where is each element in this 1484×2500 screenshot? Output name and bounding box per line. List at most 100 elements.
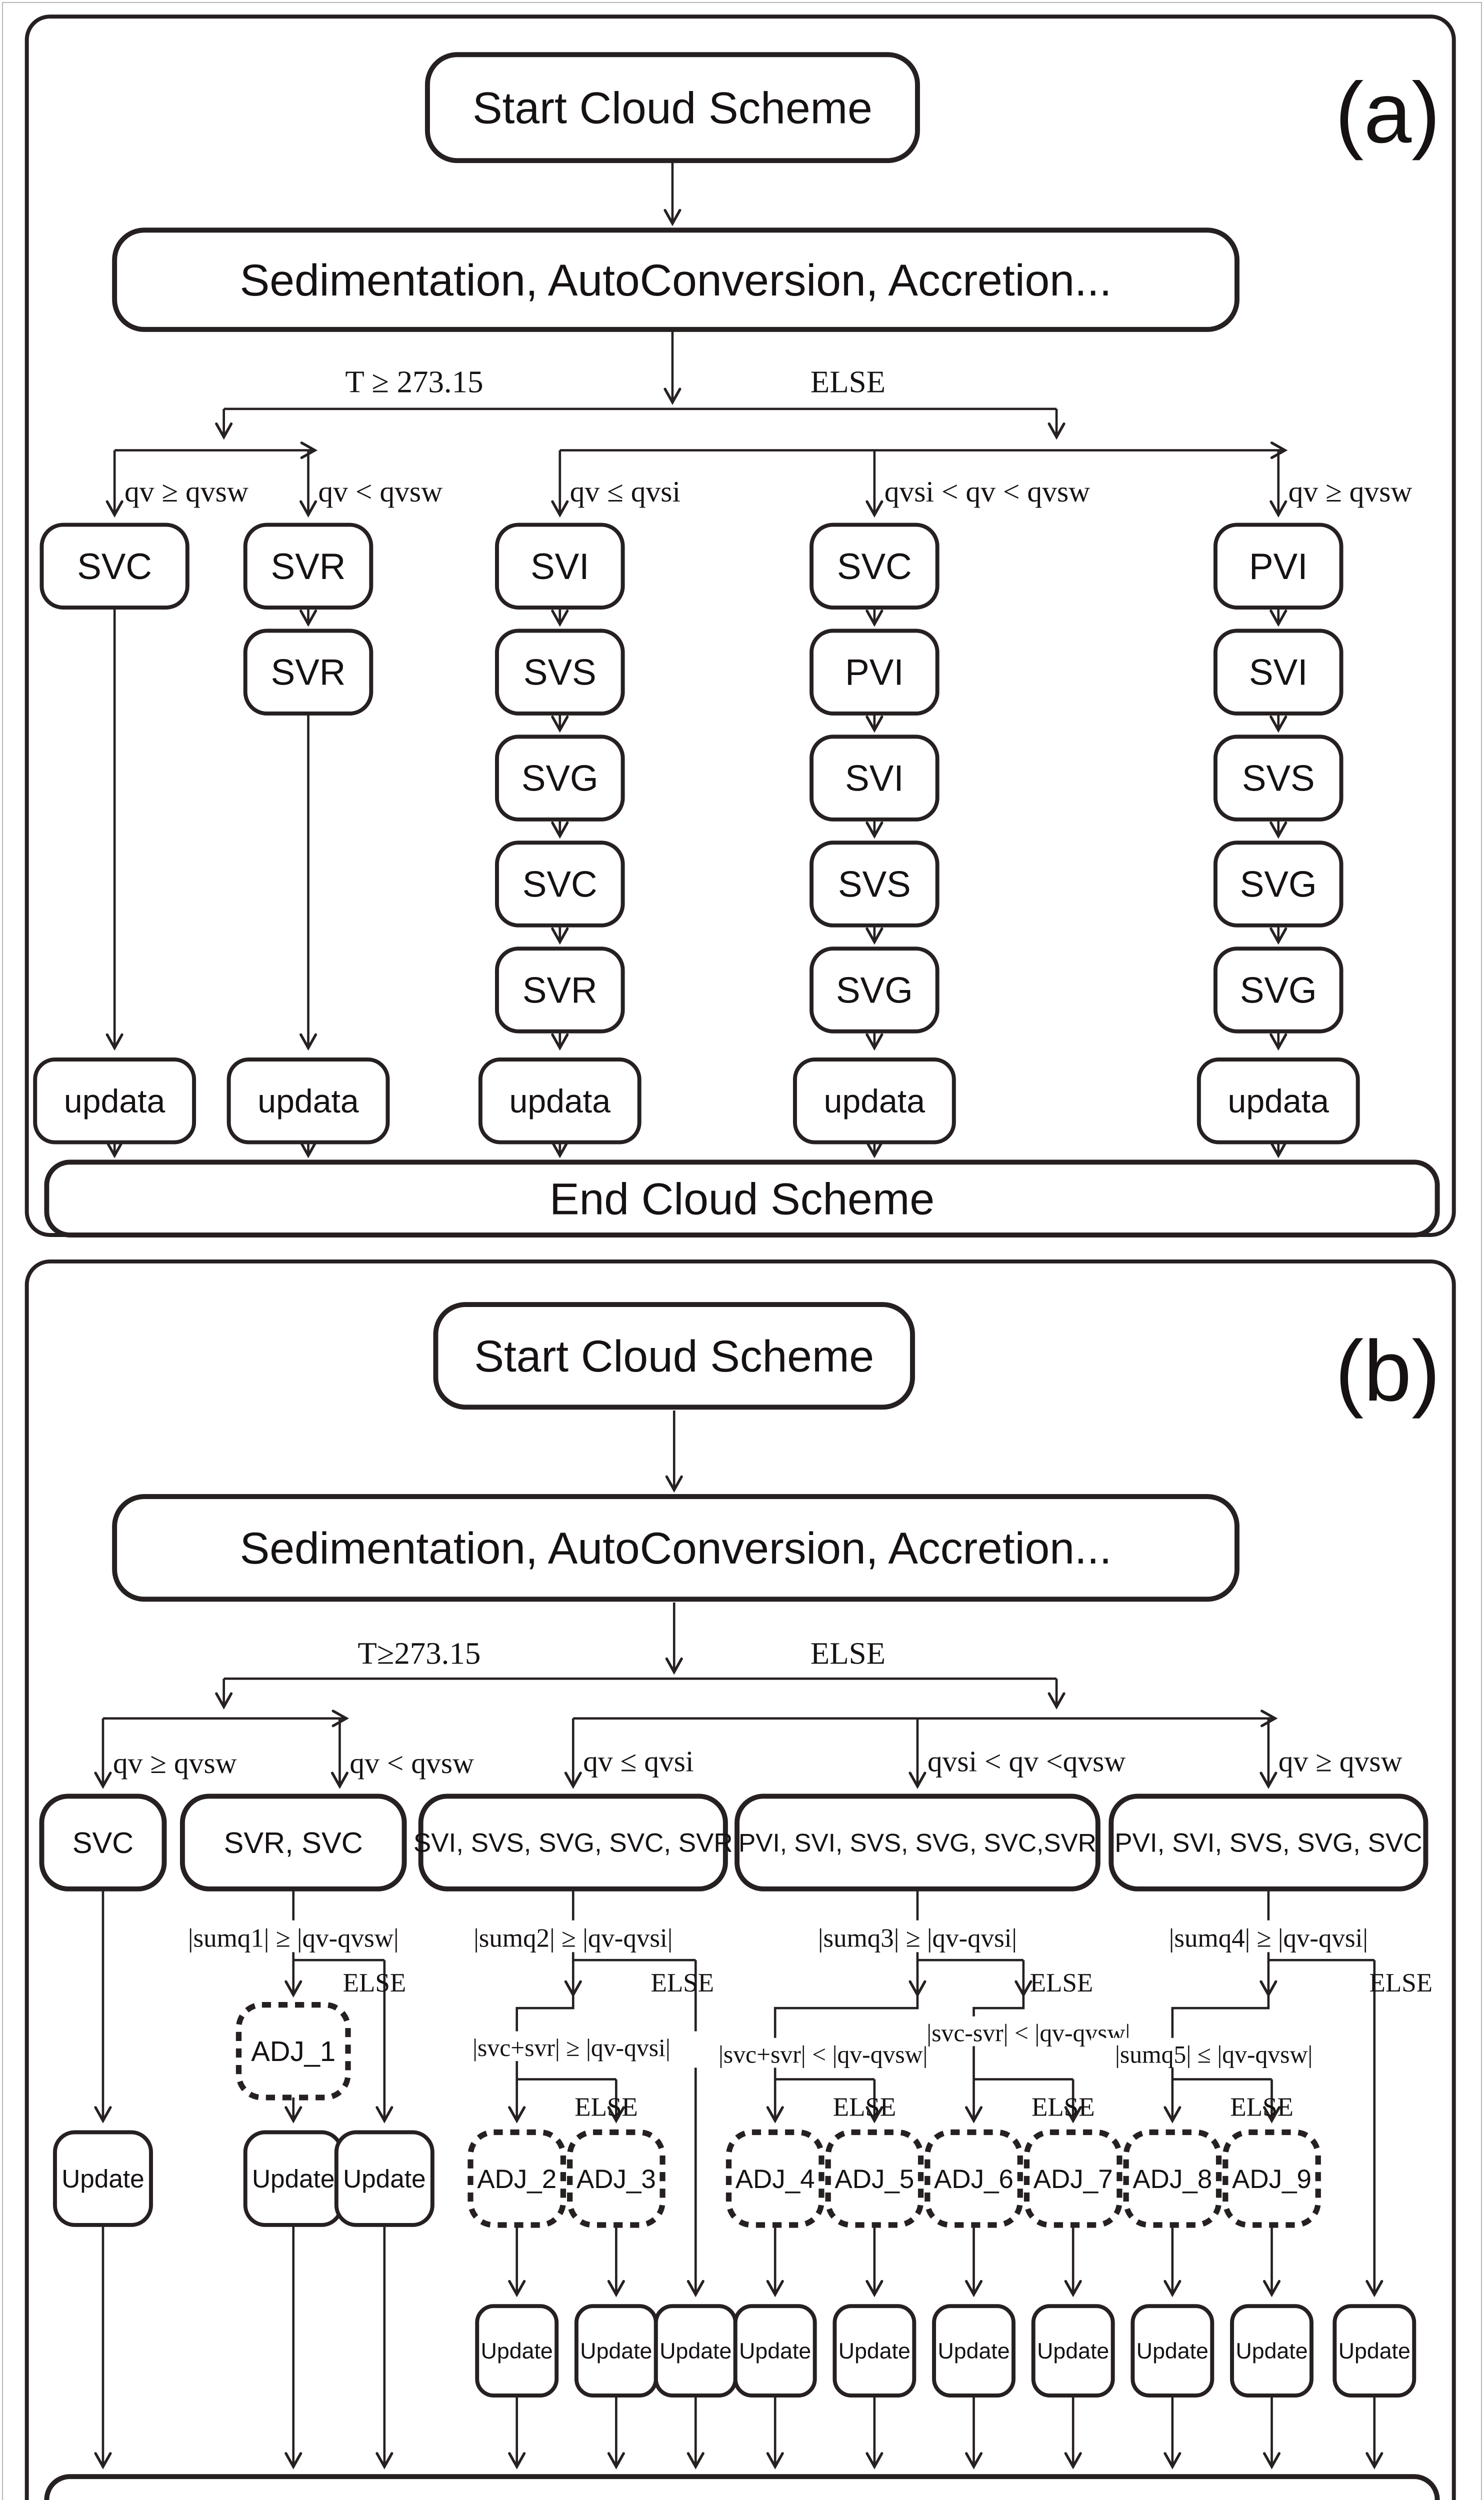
panel-b-edge-45-arrowhead: [1262, 2280, 1281, 2298]
panel-b-cond-label-21: ELSE: [1032, 2092, 1095, 2122]
flow-node-b-update-low-7: Update: [1031, 2304, 1115, 2398]
panel-b-edge-37-arrowhead: [1262, 2106, 1281, 2124]
panel-b-edge-11-arrowhead: [1260, 1772, 1278, 1789]
flow-node-a-col3-svg: SVG: [495, 734, 625, 822]
b-branch-pvi-chain-6-box: [734, 1794, 1100, 1892]
a-col5-svg2-box: [1213, 946, 1344, 1034]
flow-node-b-update-low-5: Update: [832, 2304, 916, 2398]
b-update-low-10-box: [1332, 2304, 1416, 2398]
panel-b-edge-47-arrowhead: [284, 2452, 302, 2470]
panel-b-edge-49-arrowhead: [508, 2452, 526, 2470]
b-branch-pvi-chain-6-label: PVI, SVI, SVS, SVG, SVC,SVR: [738, 1828, 1096, 1857]
panel-b-edge-19-arrowhead: [686, 2280, 704, 2298]
panel-b-edge-15-arrowhead: [376, 2106, 394, 2124]
panel-a-edge-15-arrowhead: [551, 610, 569, 627]
panel-b-frame: [24, 1260, 1456, 2500]
a-col4-pvi-box: [810, 628, 940, 716]
panel-b-edge-4-arrowhead: [1048, 1692, 1066, 1710]
panel-b-cond-label-18-bg: [1090, 2038, 1337, 2068]
flow-node-a-col3-svi: SVI: [495, 522, 625, 610]
panel-b-edge-41-arrowhead: [866, 2280, 884, 2298]
panel-b-cond-label-22: ELSE: [1230, 2092, 1294, 2122]
panel-b-cond-label-9: |sumq3| ≥ |qv-qvsi|: [818, 1924, 1017, 1953]
panel-b-cond-label-1: ELSE: [810, 1636, 886, 1671]
flow-node-b-adj-1: ADJ_1: [236, 2002, 351, 2100]
a-col3-svs-box: [495, 628, 625, 716]
panel-a-tag-label: (a): [1335, 65, 1440, 161]
panel-a-cond-label-5: qvsi < qv < qvsw: [884, 475, 1090, 508]
a-col5-svi-box: [1213, 628, 1344, 716]
flow-node-b-adj-7: ADJ_7: [1024, 2129, 1122, 2228]
panel-a-edge-13-arrowhead: [299, 610, 318, 627]
panel-b-edge-34-arrowhead: [1366, 2280, 1384, 2298]
b-sedimentation-box: [112, 1494, 1240, 1602]
panel-a-cond-label-1: ELSE: [810, 364, 886, 400]
panel-b-edge-58-arrowhead: [1366, 2452, 1384, 2470]
flow-node-b-update-low-9: Update: [1230, 2304, 1314, 2398]
b-adj-2-label: ADJ_2: [477, 2164, 556, 2194]
panel-a-edge-28-arrowhead: [1270, 927, 1288, 945]
panel-a-edge-6-arrowhead: [106, 500, 124, 518]
flow-node-b-update-low-3: Update: [654, 2304, 738, 2398]
panel-a-edge-5-arrowhead: [300, 442, 318, 460]
a-col3-svr-label: SVR: [522, 970, 598, 1010]
a-col5-svg2-label: SVG: [1240, 970, 1317, 1010]
panel-b-tag-label: (b): [1335, 1323, 1440, 1419]
panel-b-cond-label-0: T≥273.15: [358, 1636, 480, 1671]
a-updata-2-box: [226, 1058, 390, 1144]
b-adj-6-label: ADJ_6: [934, 2164, 1014, 2194]
flow-node-b-update-low-1: Update: [475, 2304, 559, 2398]
flow-node-a-col4-svs: SVS: [810, 840, 940, 928]
b-update-mid-1-label: Update: [62, 2164, 144, 2193]
a-start-box: [424, 52, 920, 164]
panel-b-cond-label-8: |sumq2| ≥ |qv-qvsi|: [474, 1924, 672, 1953]
panel-a-edge-10-arrowhead: [866, 500, 884, 518]
panel-b-cond-label-15: |svc+svr| ≥ |qv-qvsi|: [472, 2034, 670, 2062]
panel-b-edge-44-arrowhead: [1164, 2280, 1182, 2298]
panel-b-edge-7-arrowhead: [330, 1772, 348, 1789]
panel-b-cond-label-14: ELSE: [1370, 1968, 1433, 1998]
a-col5-svg1-label: SVG: [1240, 864, 1317, 905]
b-start-box: [433, 1302, 915, 1410]
panel-b-edge-46-arrowhead: [94, 2452, 112, 2470]
b-branch-svc-label: SVC: [72, 1826, 134, 1860]
flow-node-a-start: Start Cloud Scheme: [424, 52, 920, 164]
b-update-low-5-label: Update: [838, 2339, 910, 2364]
b-update-low-7-label: Update: [1037, 2339, 1109, 2364]
b-sedimentation-label: Sedimentation, AutoConversion, Accretion…: [240, 1523, 1112, 1573]
b-update-low-1-box: [475, 2304, 559, 2398]
a-updata-5-label: updata: [1228, 1083, 1330, 1120]
flow-node-a-col3-svs: SVS: [495, 628, 625, 716]
flow-node-b-update-low-10: Update: [1332, 2304, 1416, 2398]
panel-a-frame: [24, 14, 1456, 1237]
a-updata-4-label: updata: [824, 1083, 926, 1120]
panel-b-edge-35-arrowhead: [1164, 2106, 1182, 2124]
panel-b-cond-label-4: qv ≤ qvsi: [583, 1745, 694, 1778]
panel-b-edge-0-arrowhead: [665, 1475, 683, 1493]
panel-a-edge-3-arrowhead: [215, 422, 233, 440]
panel-b-edge-28-arrowhead: [866, 2106, 884, 2124]
b-update-mid-3-box: [334, 2130, 434, 2227]
flow-node-a-col5-svs: SVS: [1213, 734, 1344, 822]
flow-node-a-col5-pvi: PVI: [1213, 522, 1344, 610]
flow-node-a-col4-pvi: PVI: [810, 628, 940, 716]
panel-b-cond-label-10: |sumq4| ≥ |qv-qvsi|: [1169, 1924, 1368, 1953]
b-adj-7-box: [1024, 2129, 1122, 2228]
panel-b-cond-label-9-bg: [786, 1920, 1048, 1952]
flow-node-b-start: Start Cloud Scheme: [433, 1302, 915, 1410]
panel-b-cond-label-10-bg: [1138, 1920, 1400, 1952]
a-col4-svc-label: SVC: [837, 546, 912, 587]
panel-b-edge-53-arrowhead: [866, 2452, 884, 2470]
flow-node-b-update-low-8: Update: [1130, 2304, 1214, 2398]
panel-b-cond-label-12: ELSE: [651, 1968, 714, 1998]
panel-b-edge-1-arrowhead: [665, 1657, 683, 1675]
a-col4-svg-label: SVG: [836, 970, 913, 1010]
flow-node-b-update-low-6: Update: [932, 2304, 1016, 2398]
panel-b-edge-56-arrowhead: [1164, 2452, 1182, 2470]
flow-node-a-updata-1: updata: [33, 1058, 196, 1144]
a-col4-svi-label: SVI: [845, 758, 904, 799]
panel-b-edge-50-arrowhead: [607, 2452, 625, 2470]
panel-a-cond-label-0: T ≥ 273.15: [345, 364, 483, 400]
